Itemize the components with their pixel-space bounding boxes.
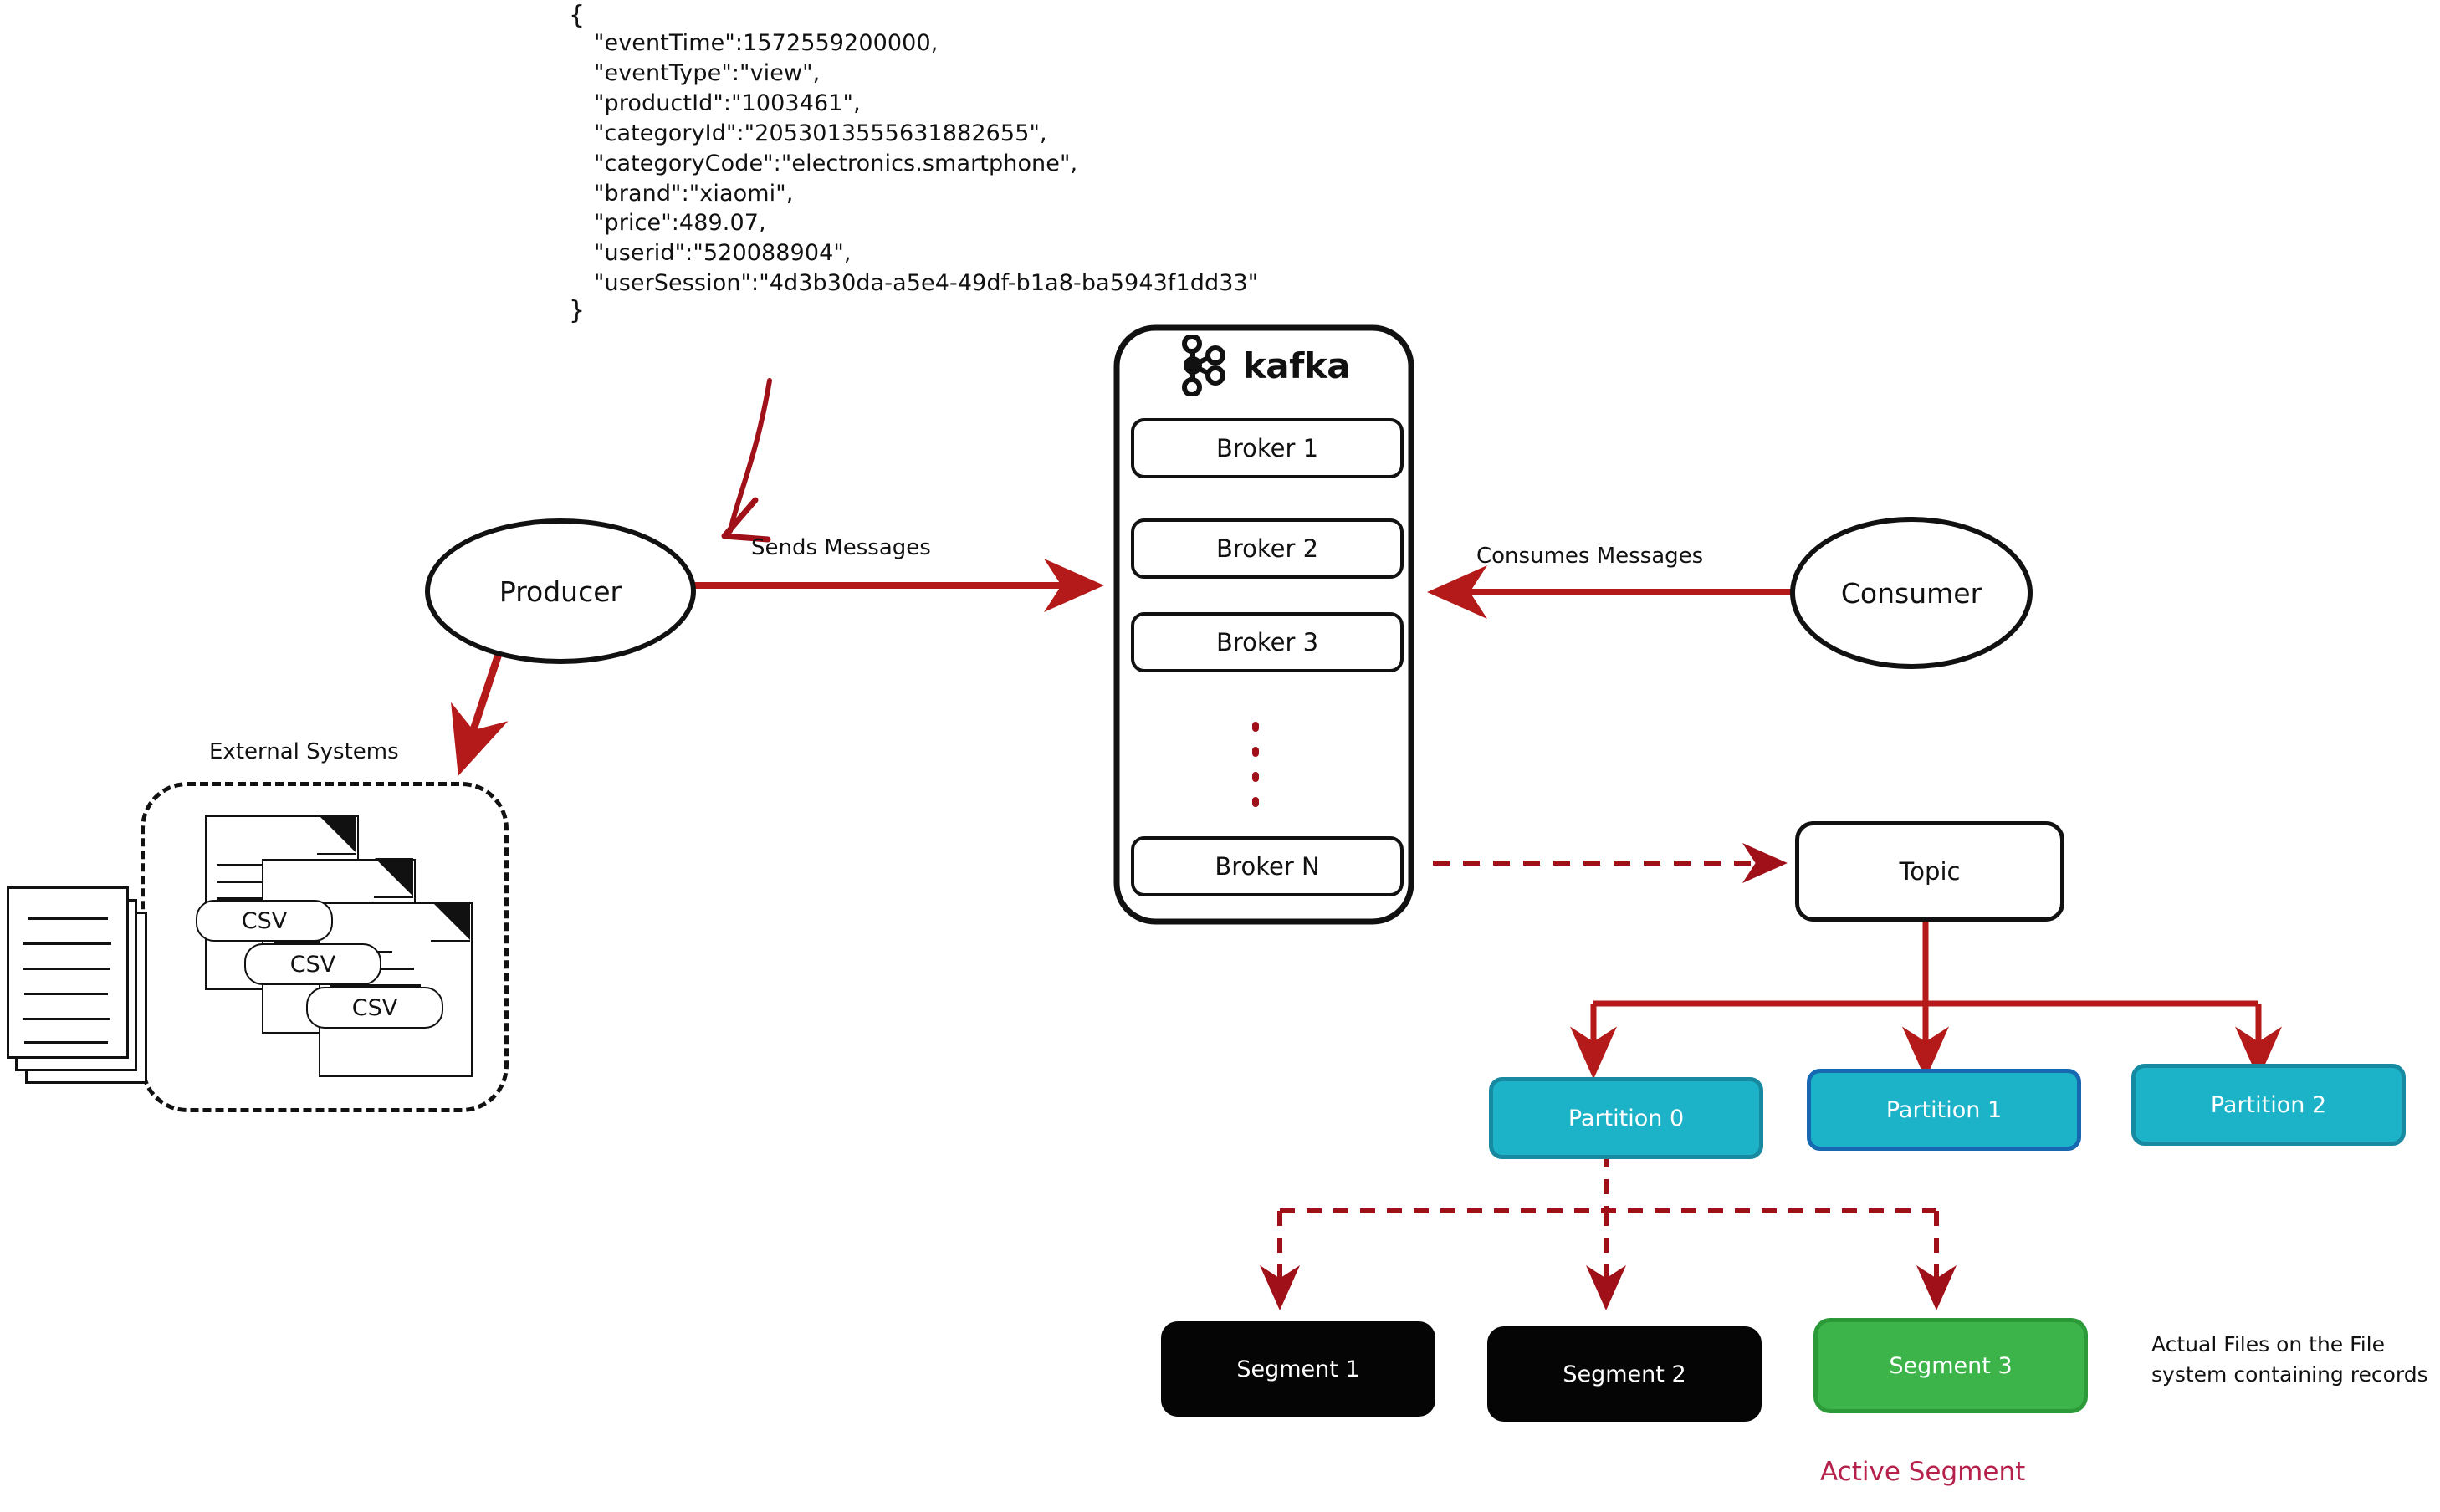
csv-badge-2: CSV [244,943,381,985]
json-line: "brand":"xiaomi", [594,180,794,207]
partition-label: Partition 2 [2210,1091,2327,1118]
json-line: "eventType":"view", [594,59,821,86]
csv-badge-label: CSV [241,907,288,934]
broker-label: Broker 1 [1215,434,1319,462]
consumer-label: Consumer [1840,576,1982,610]
json-line: "price":489.07, [594,210,766,237]
topic-label: Topic [1899,857,1961,886]
json-close-brace: } [569,296,586,326]
files-note-annotation: Actual Files on the File system containi… [2151,1332,2428,1387]
broker-label: Broker N [1215,852,1320,881]
segment-box-2[interactable]: Segment 2 [1487,1326,1762,1422]
arrow-json-to-producer-head [721,497,771,543]
broker-box-3[interactable]: Broker 3 [1131,612,1404,672]
json-line: "userSession":"4d3b30da-a5e4-49df-b1a8-b… [594,270,1259,297]
segment-box-1[interactable]: Segment 1 [1161,1321,1435,1417]
consumer-node[interactable]: Consumer [1790,517,2033,669]
broker-label: Broker 2 [1215,534,1319,563]
document-page-front [7,886,129,1059]
page-fold-icon [318,815,356,853]
kafka-logo-icon [1181,335,1225,396]
broker-box-2[interactable]: Broker 2 [1131,518,1404,579]
csv-badge-3: CSV [306,987,443,1029]
page-fold-icon [432,902,470,940]
producer-node[interactable]: Producer [425,518,696,664]
topic-box[interactable]: Topic [1795,821,2064,922]
json-line: "categoryId":"2053013555631882655", [594,120,1047,146]
arrow-producer-to-external [451,642,509,776]
csv-badge-label: CSV [351,994,398,1021]
arrow-json-to-producer [728,378,772,534]
segment-box-3-active[interactable]: Segment 3 [1813,1318,2088,1413]
active-segment-annotation: Active Segment [1820,1457,2026,1487]
kafka-brand: kafka [1114,331,1414,400]
segment-label: Segment 1 [1236,1356,1360,1382]
external-systems-label: External Systems [209,739,399,764]
edge-label-sends-messages: Sends Messages [751,535,931,560]
producer-label: Producer [499,575,622,608]
segment-label: Segment 2 [1563,1361,1686,1387]
edge-label-consumes-messages: Consumes Messages [1476,544,1704,569]
broker-label: Broker 3 [1215,628,1319,656]
broker-box-n[interactable]: Broker N [1131,836,1404,896]
partition-box-2[interactable]: Partition 2 [2131,1064,2406,1146]
json-line: "productId":"1003461", [594,89,861,116]
csv-badge-1: CSV [196,900,333,942]
page-fold-icon [375,858,413,896]
segment-label: Segment 3 [1889,1352,2013,1379]
kafka-cluster-border [1113,324,1414,925]
kafka-wordmark: kafka [1242,345,1351,386]
partition-label: Partition 0 [1568,1105,1685,1131]
partition-box-0[interactable]: Partition 0 [1489,1077,1763,1159]
json-line: "eventTime":1572559200000, [594,30,939,56]
json-line: "categoryCode":"electronics.smartphone", [594,150,1078,176]
partition-box-1[interactable]: Partition 1 [1807,1069,2081,1151]
partition-label: Partition 1 [1885,1096,2003,1123]
event-json-block: { "eventTime":1572559200000, "eventType"… [569,3,1389,324]
json-line: "userid":"520088904", [594,240,852,267]
csv-badge-label: CSV [289,951,336,978]
json-open-brace: { [569,1,586,30]
broker-box-1[interactable]: Broker 1 [1131,418,1404,478]
